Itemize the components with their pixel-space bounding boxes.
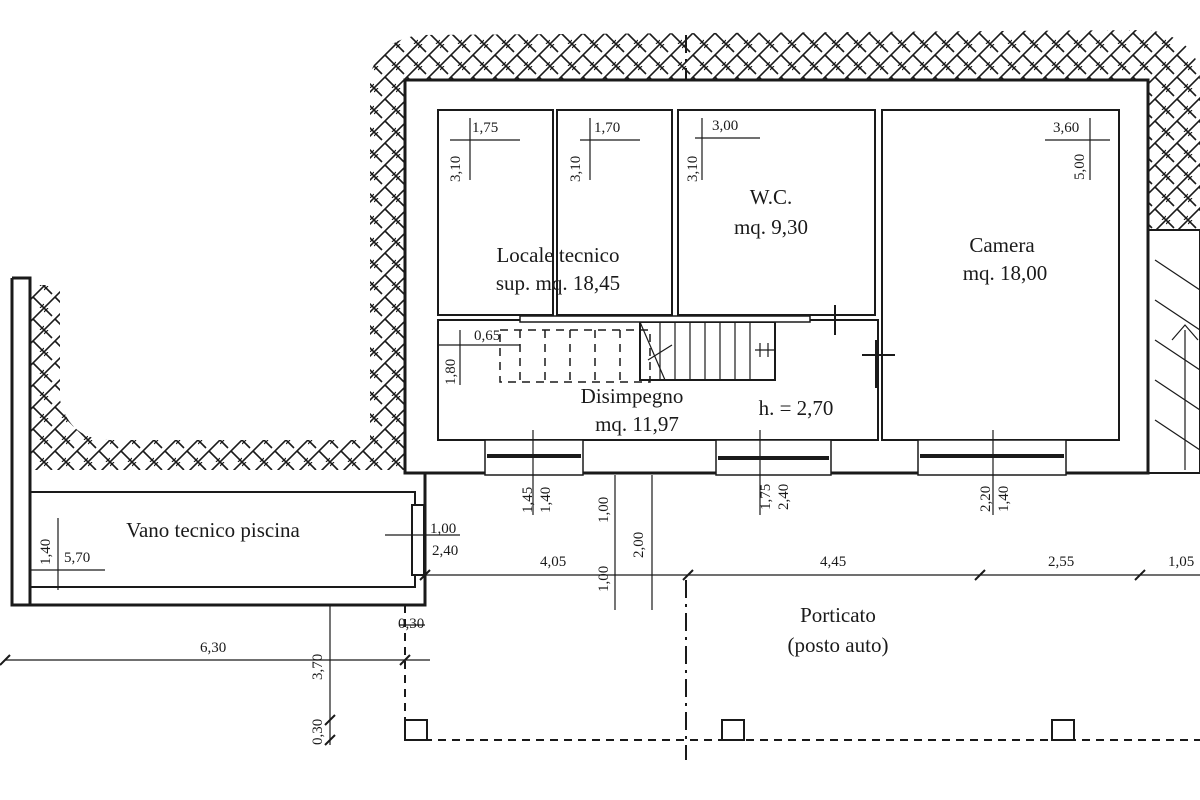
dim-140b: 1,40 — [996, 486, 1012, 512]
dim-180: 1,80 — [443, 359, 459, 385]
porticato-structure — [404, 35, 1200, 760]
area-disimpegno: mq. 11,97 — [595, 412, 679, 436]
dim-170: 1,70 — [594, 120, 620, 136]
dim-500: 5,00 — [1072, 154, 1088, 180]
pillar — [404, 719, 428, 741]
dim-030a: 0,30 — [398, 616, 424, 632]
wc-room — [677, 109, 876, 316]
label-locale-tecnico: Locale tecnico — [496, 243, 619, 267]
area-wc: mq. 9,30 — [734, 215, 808, 239]
label-disimpegno: Disimpegno — [581, 384, 684, 408]
dim-100c: 1,00 — [596, 566, 612, 592]
dim-370: 3,70 — [310, 654, 326, 680]
dim-310b: 3,10 — [568, 156, 584, 182]
locale-tecnico-left-bay — [437, 109, 554, 316]
height-disimpegno: h. = 2,70 — [759, 396, 834, 420]
dim-030b: 0,30 — [310, 719, 326, 745]
vano-tecnico-structure — [10, 276, 427, 607]
area-camera: mq. 18,00 — [963, 261, 1048, 285]
dim-175b: 1,75 — [758, 484, 774, 510]
dimension-labels: 1,75 1,70 3,00 3,60 3,10 3,10 3,10 5,00 … — [38, 118, 1194, 745]
dim-175: 1,75 — [472, 120, 498, 136]
pillar — [721, 719, 745, 741]
dimension-lines — [0, 118, 1200, 746]
dim-100b: 1,00 — [430, 521, 456, 537]
dim-630: 6,30 — [200, 640, 226, 656]
label-camera: Camera — [969, 233, 1035, 257]
label-wc: W.C. — [750, 185, 792, 209]
dim-310a: 3,10 — [448, 156, 464, 182]
dim-240a: 2,40 — [776, 484, 792, 510]
dim-360: 3,60 — [1053, 120, 1079, 136]
windows — [484, 439, 1067, 476]
dim-200: 2,00 — [631, 532, 647, 558]
dim-145: 1,45 — [520, 487, 536, 513]
dim-140c: 1,40 — [38, 539, 54, 565]
earth-hatching — [30, 30, 1200, 470]
dim-105: 1,05 — [1168, 554, 1194, 570]
label-vano-tecnico: Vano tecnico piscina — [126, 518, 300, 542]
dim-255: 2,55 — [1048, 554, 1074, 570]
room-labels: Locale tecnico sup. mq. 18,45 W.C. mq. 9… — [126, 185, 1047, 657]
dim-220: 2,20 — [978, 486, 994, 512]
label-porticato: Porticato — [800, 603, 876, 627]
dim-065: 0,65 — [474, 328, 500, 344]
dim-570: 5,70 — [64, 550, 90, 566]
dim-445: 4,45 — [820, 554, 846, 570]
area-locale-tecnico: sup. mq. 18,45 — [496, 271, 620, 295]
dim-140a: 1,40 — [538, 487, 554, 513]
dim-100a: 1,00 — [596, 497, 612, 523]
locale-tecnico-right-bay — [556, 109, 673, 316]
dim-300: 3,00 — [712, 118, 738, 134]
pillar — [1051, 719, 1075, 741]
label-posto-auto: (posto auto) — [788, 633, 889, 657]
internal-stairs — [499, 315, 811, 383]
dim-310c: 3,10 — [685, 156, 701, 182]
doors — [834, 305, 895, 388]
dim-240b: 2,40 — [432, 543, 458, 559]
dim-405: 4,05 — [540, 554, 566, 570]
